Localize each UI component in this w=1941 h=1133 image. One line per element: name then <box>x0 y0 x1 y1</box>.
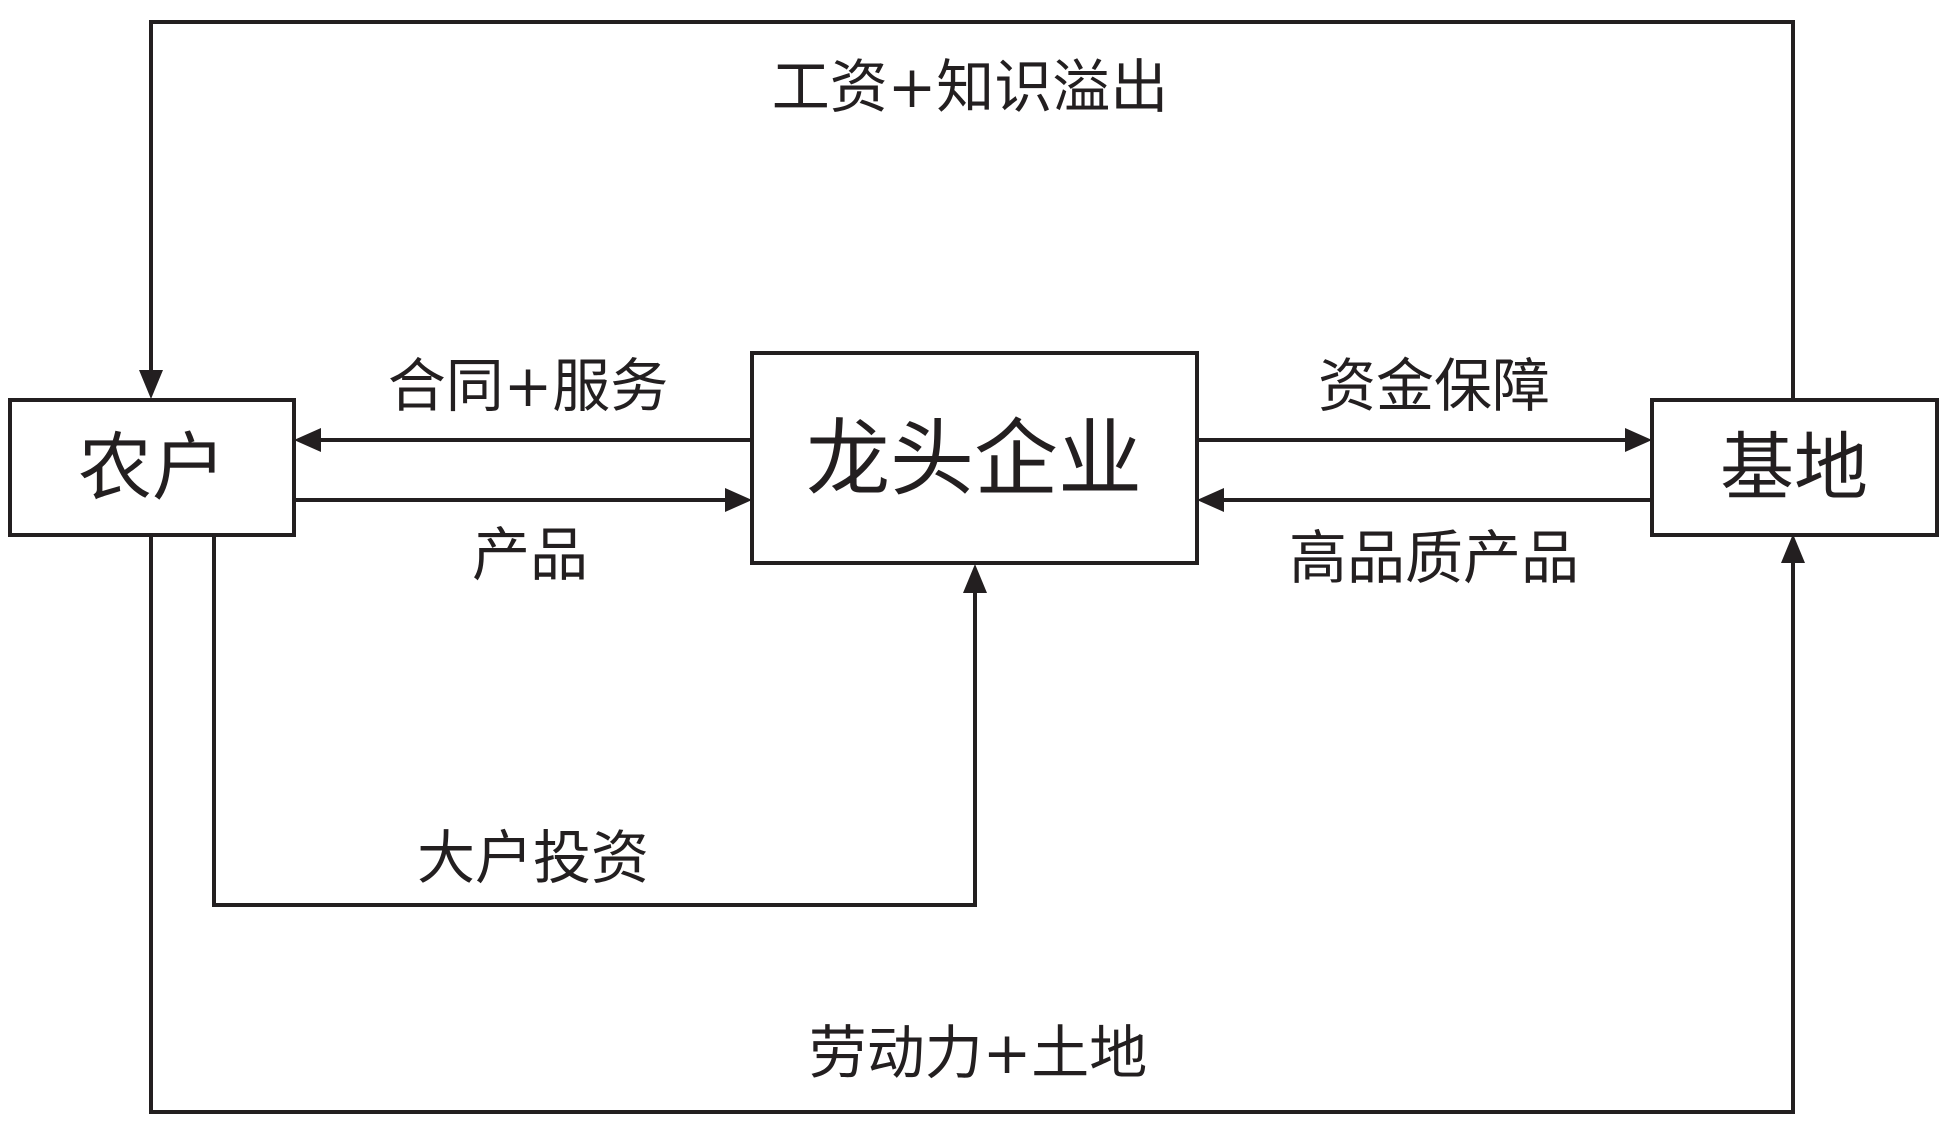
labor-land-arrowhead <box>1781 534 1805 563</box>
farmers-node <box>8 398 296 537</box>
base-label: 基地 <box>1720 425 1868 511</box>
product-arrowhead <box>725 488 752 512</box>
farmers-label: 农户 <box>78 425 226 511</box>
large-household-investment-line <box>212 535 977 907</box>
product-label: 产品 <box>472 521 588 589</box>
wage-knowledge-flow-line <box>149 20 1795 400</box>
quality-product-label: 高品质产品 <box>1289 524 1579 592</box>
labor-land-flow-line <box>149 535 1795 1114</box>
enterprise-label: 龙头企业 <box>806 410 1142 508</box>
enterprise-node <box>750 351 1199 565</box>
contract-service-arrowhead <box>294 428 321 452</box>
large-household-investment-label: 大户投资 <box>417 824 649 892</box>
large-household-investment-arrowhead <box>963 564 987 593</box>
fund-guarantee-label: 资金保障 <box>1318 352 1550 420</box>
contract-service-label: 合同+服务 <box>388 352 669 420</box>
quality-product-arrowhead <box>1197 488 1224 512</box>
base-node <box>1650 398 1939 537</box>
fund-guarantee-arrowhead <box>1625 428 1652 452</box>
wage-knowledge-arrowhead <box>139 370 163 399</box>
wage-knowledge-label: 工资+知识溢出 <box>772 53 1169 121</box>
labor-land-label: 劳动力+土地 <box>809 1019 1148 1087</box>
